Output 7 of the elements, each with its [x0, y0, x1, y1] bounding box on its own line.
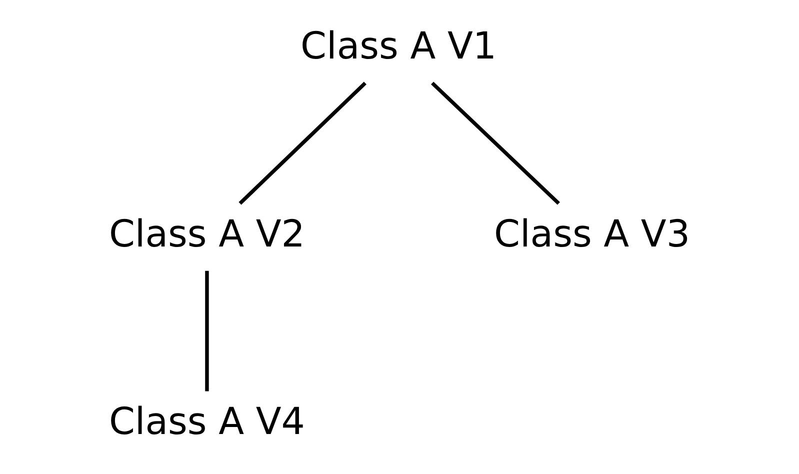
node-text: Class A V2 — [108, 211, 305, 256]
connector — [431, 82, 560, 205]
node-text: Class A V4 — [108, 399, 305, 444]
node-text: Class A V1 — [300, 23, 497, 68]
connector — [238, 82, 366, 205]
connector — [205, 270, 209, 392]
node-text: Class A V3 — [494, 211, 690, 256]
